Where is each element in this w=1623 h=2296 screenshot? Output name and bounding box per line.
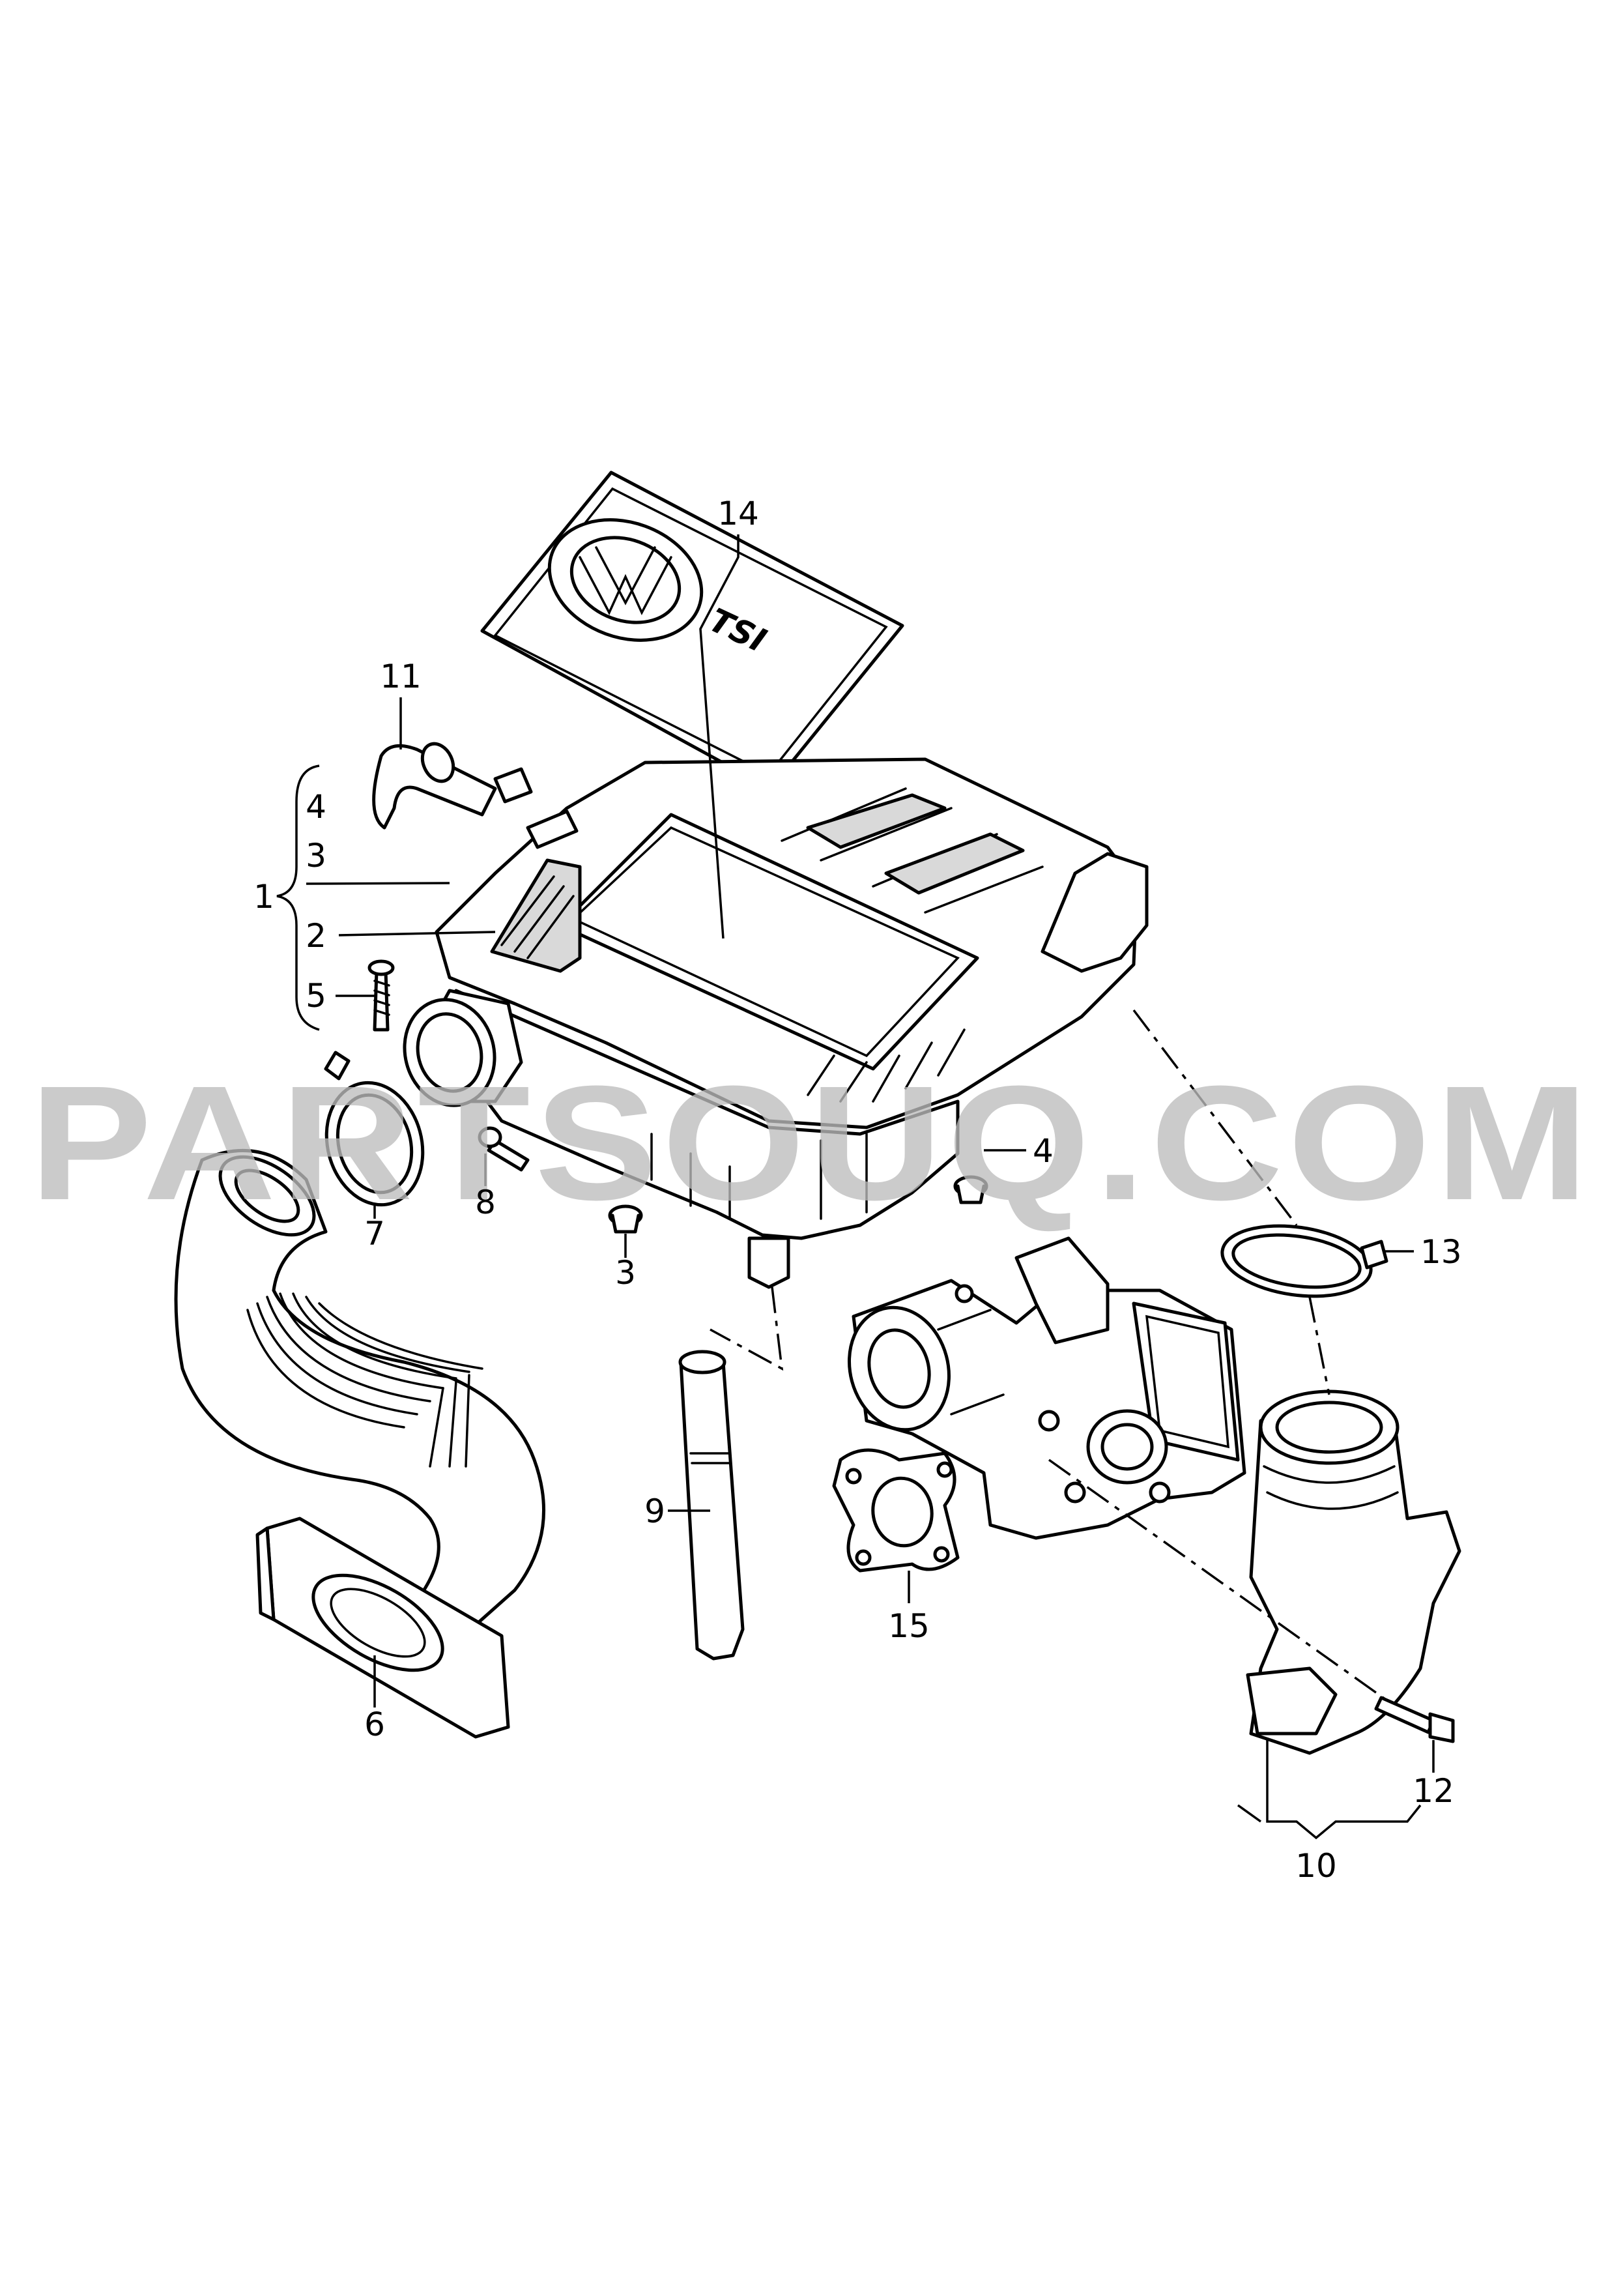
callout-3a: 3: [306, 837, 326, 875]
hose-clamp-7: [324, 1051, 425, 1207]
bracket-1: [276, 764, 320, 1031]
callout-14: 14: [717, 495, 759, 532]
grommet-3: [608, 1204, 643, 1234]
callout-7: 7: [364, 1215, 385, 1253]
connector-pipe-10: [1246, 1389, 1461, 1755]
throttle-assembly: [832, 1236, 1246, 1573]
callout-8: 8: [475, 1184, 496, 1221]
vw-logo: [547, 518, 704, 642]
grommet-4: [953, 1175, 988, 1204]
filter-element: [490, 858, 582, 973]
relation-line-12: [1048, 1459, 1389, 1702]
watermark: PARTSOUQ.COM: [29, 1052, 1593, 1234]
intake-duct: [174, 1148, 545, 1644]
callout-10: 10: [1295, 1847, 1337, 1885]
leader-2: [338, 931, 496, 937]
callout-9: 9: [644, 1492, 665, 1530]
screw-8: [478, 1126, 530, 1172]
breather-hose: [372, 742, 533, 830]
bracket-10: [1237, 1739, 1422, 1840]
hose-clamp-13: [1220, 1224, 1388, 1298]
callout-12: 12: [1413, 1772, 1454, 1810]
relation-line-9: [710, 1286, 784, 1371]
callout-4a: 4: [306, 788, 326, 826]
callout-3b: 3: [615, 1254, 636, 1292]
duct-flange-6: [255, 1517, 510, 1739]
callout-1: 1: [253, 878, 274, 916]
bolt-12: [1374, 1696, 1455, 1743]
drain-tube-9: [678, 1350, 745, 1661]
callout-15: 15: [888, 1607, 930, 1645]
air-filter-housing: [403, 757, 1149, 1289]
leader-3a: [306, 882, 450, 885]
callout-11: 11: [380, 658, 422, 695]
callout-5: 5: [306, 977, 326, 1015]
relation-line-10: [1308, 1296, 1330, 1395]
engine-cover-plate: TSI: [480, 471, 904, 791]
screw-5: [367, 959, 395, 1032]
callout-6: 6: [364, 1706, 385, 1743]
callout-2: 2: [306, 917, 326, 955]
relation-line-13: [1132, 1009, 1298, 1227]
callout-4b: 4: [1033, 1132, 1054, 1170]
leader-14: [699, 534, 740, 939]
callout-13: 13: [1420, 1233, 1462, 1271]
